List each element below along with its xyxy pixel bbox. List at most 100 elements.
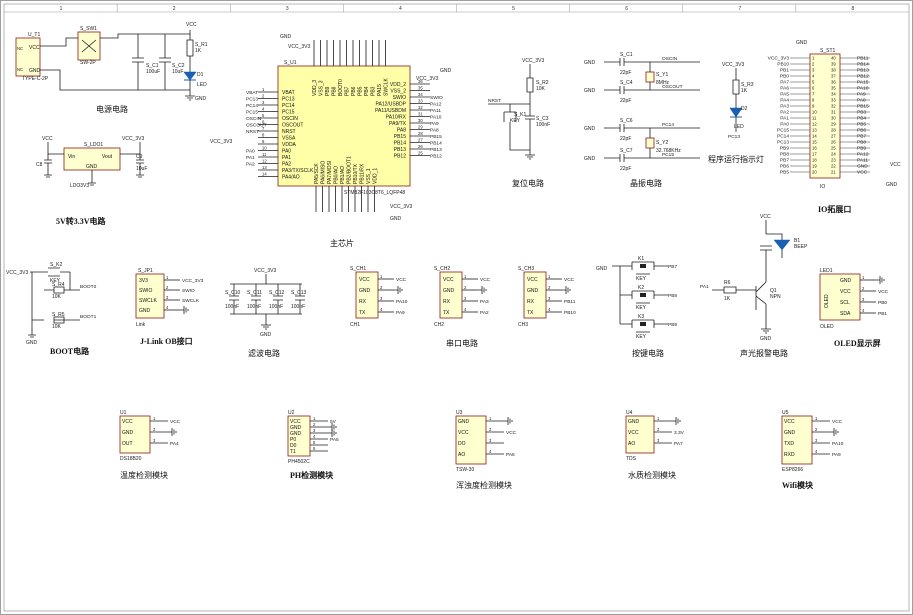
filter-cap-ref: S_C11 (247, 290, 262, 296)
mcu-left-pin-num: 8 (262, 133, 265, 138)
lse-gnd2: GND (584, 156, 596, 162)
mcu-right-pin-name: PA12/USBDP (376, 101, 407, 107)
module-pin-num: 3 (313, 428, 316, 433)
key-actuator (640, 293, 646, 297)
module-pin-num: 2 (153, 427, 156, 432)
jlink-pin-name: SWIO (139, 288, 152, 294)
uart-connectors: S_CH1CH1VCC1VCCGND2RX3PA10TX4PA9S_CH2CH2… (350, 266, 576, 328)
hse-c2-ref: S_C4 (620, 80, 633, 86)
zone-label: 8 (851, 6, 854, 12)
module-pin-name: VCC (458, 430, 469, 436)
io-left-num: 13 (812, 128, 817, 133)
io-right-net: PB9 (857, 146, 866, 152)
oled-pin-num: 2 (862, 286, 865, 291)
section-boot: BOOT电路 (50, 346, 90, 356)
uart-pin-name: GND (443, 288, 455, 294)
io-right-net: GND (857, 164, 868, 170)
gnd-symbol (478, 286, 487, 294)
module-pin-name: GND (628, 419, 640, 425)
mcu-right-pin-num: 26 (418, 144, 423, 149)
uart-pin-num: 1 (380, 274, 383, 279)
uart-net: VCC (480, 277, 491, 283)
section-wifi: Wifi模块 (782, 480, 814, 490)
lse-value: 32.768KHz (656, 148, 681, 154)
module-pin-num: 4 (489, 449, 492, 454)
uart-pin-name: RX (527, 299, 535, 305)
key-net: PB7 (668, 264, 677, 270)
reset-net: NRST (488, 98, 501, 104)
io-left-net: PA5 (780, 92, 789, 98)
module-net: VCC (506, 430, 517, 436)
res-r1-ref: S_R1 (195, 42, 208, 48)
power-circuit: U_T1 VCC GND NC NC TYPE-C-2P S_SW1 SW-2P… (15, 22, 208, 114)
jack-ref: U_T1 (28, 32, 40, 38)
module-pin-name: P0 (290, 437, 296, 443)
mcu-bottom-pin-name: PA6/MISO (320, 161, 326, 184)
mcu-right-pin-name: PA11/USBDM (375, 108, 406, 114)
filter-cap-val: 100nF (291, 304, 305, 310)
mcu-left-net: PA0 (246, 148, 255, 154)
module-value: TSW-30 (456, 467, 474, 473)
mcu-left-pin-num: 11 (262, 152, 267, 157)
section-uart: 串口电路 (446, 338, 478, 348)
key-switch (620, 290, 668, 304)
mcu-left-pin-num: 10 (262, 146, 267, 151)
mcu-right-net: PA10 (430, 114, 442, 120)
jlink-pin-num: 3 (166, 295, 169, 300)
zone-label: 2 (173, 6, 176, 12)
filter-cap (295, 284, 305, 314)
mcu-left-pin-num: 6 (262, 120, 265, 125)
indicator-res-val: 1K (741, 88, 748, 94)
io-right-num: 33 (831, 98, 836, 103)
boot-r1-val: 10K (52, 294, 62, 300)
mcu-left-pin-name: VSSA (282, 135, 296, 141)
io-right-net: PB4 (857, 116, 866, 122)
io-left-net: PA3 (780, 104, 789, 110)
module-value: TDS (626, 456, 637, 462)
module-pin-num: 6 (313, 446, 316, 451)
power-rail-vcc: VCC (186, 22, 197, 28)
section-oled: OLED显示屏 (834, 339, 881, 348)
io-left-net: PB7 (780, 158, 789, 164)
module-pin-num: 3 (489, 438, 492, 443)
module-pin-name: OUT (122, 441, 133, 447)
io-right-net: PB14 (857, 62, 869, 68)
mcu-top-pin-name: VDD_3 (312, 80, 318, 96)
mcu-right-pin-name: PB13 (394, 147, 406, 153)
jack-value: TYPE-C-2P (22, 76, 49, 82)
alarm-circuit: VCC B1 BEEP R6 1K PA1 Q1 NPN GND 声光报警电路 (700, 214, 808, 358)
jlink-net: SWCLK (182, 298, 200, 304)
io-right-num: 27 (831, 134, 836, 139)
mcu-left-net: PC14 (246, 103, 258, 109)
lse-c2-ref: S_C7 (620, 148, 633, 154)
zone-label: 5 (512, 6, 515, 12)
boot-key-ref: S_K2 (50, 262, 62, 268)
module-body (119, 415, 151, 454)
boot-r2-val: 10K (52, 324, 62, 330)
indicator-led-ref: D2 (741, 106, 748, 112)
uart-net: PB11 (564, 299, 576, 305)
uart-pin-name: RX (359, 299, 367, 305)
io-right-num: 25 (831, 146, 836, 151)
mcu-right-pin-num: 28 (418, 131, 423, 136)
mcu-left-pin-name: OSCOUT (282, 122, 303, 128)
mcu-bottom-pin-name: VSS_1 (366, 168, 372, 184)
gnd-symbol (168, 428, 177, 436)
mcu-right-net: PA12 (430, 101, 442, 107)
io-left-num: 4 (812, 74, 815, 79)
jack-pin-vcc: VCC (29, 45, 40, 51)
io-left-net: VCC_3V3 (768, 56, 790, 62)
uart-pin-num: 2 (464, 285, 467, 290)
zone-label: 4 (399, 6, 402, 12)
gnd-symbol (562, 286, 571, 294)
filter-rail: VCC_3V3 (254, 268, 276, 274)
io-left-net: PC15 (777, 128, 789, 134)
jlink-connector: S_JP1 Link 3V31VCC_3V3SWIO2SWIOSWCLK3SWC… (135, 268, 204, 346)
mcu-left-pin-name: PA4/AO (282, 174, 300, 180)
alarm-tr-ref: Q1 (770, 288, 777, 294)
mcu-right-pin-num: 36 (418, 79, 423, 84)
mcu-right-net: PB12 (430, 153, 442, 159)
hse-ref: S_Y1 (656, 72, 668, 78)
